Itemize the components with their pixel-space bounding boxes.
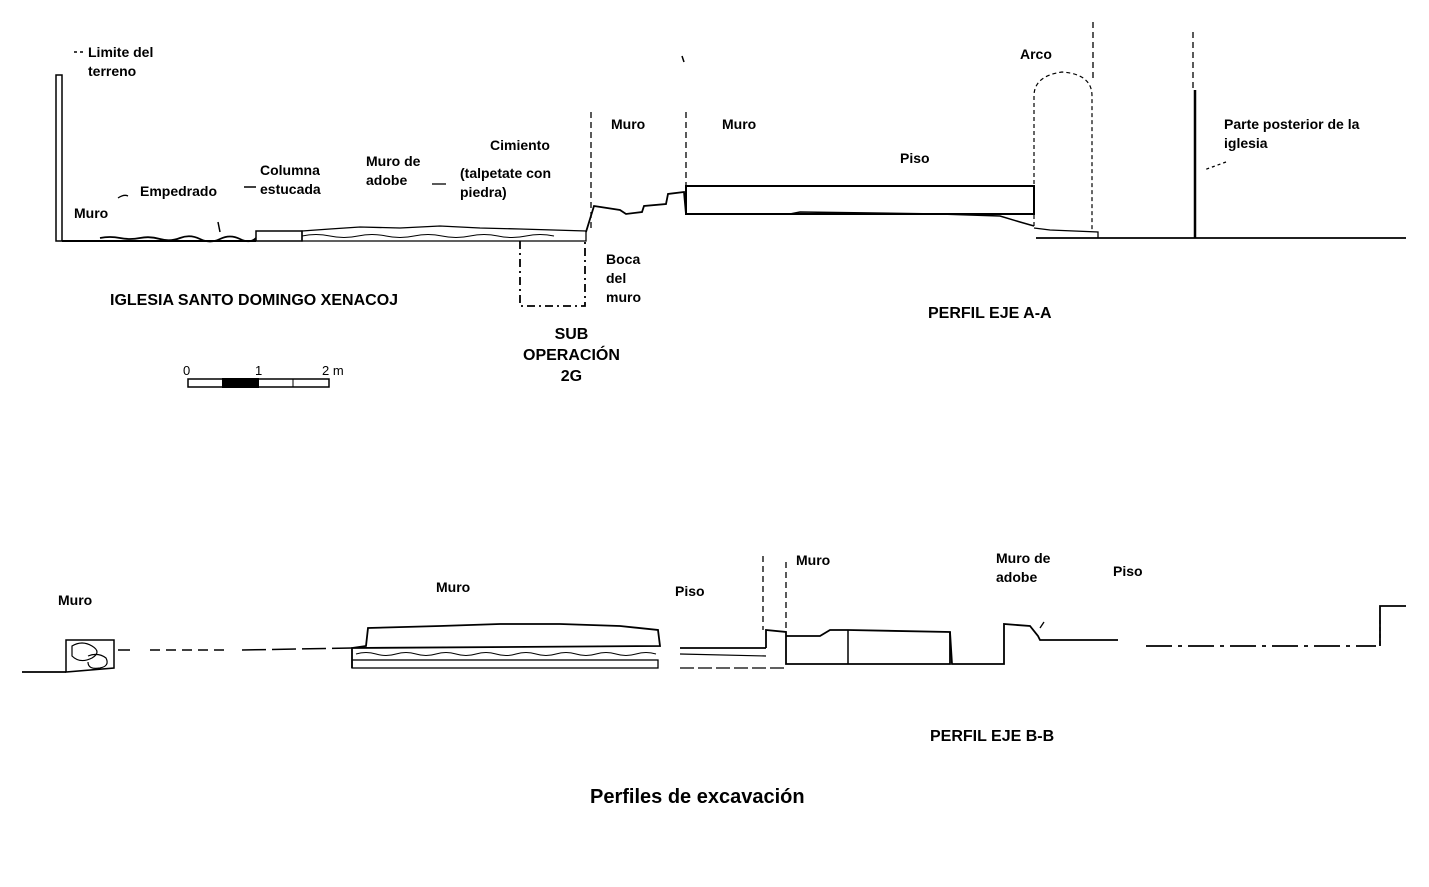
scale-tick-1: 1 [255,363,263,378]
scale-tick-2: 2 m [322,363,344,378]
label-arco: Arco [1020,46,1052,62]
scale-tick-0: 0 [183,363,191,378]
label-muro-2: Muro [722,116,757,132]
label-b-muro-right: Muro [796,552,831,568]
profile-b-b-title: PERFIL EJE B-B [930,728,1055,745]
label-muro-1: Muro [611,116,646,132]
site-title: IGLESIA SANTO DOMINGO XENACOJ [110,292,399,309]
profile-a-a-title: PERFIL EJE A-A [928,305,1052,322]
label-talpetate: (talpetate con piedra) [460,165,552,200]
label-empedrado: Empedrado [140,183,218,199]
label-b-muro-mid: Muro [436,579,471,595]
figure-caption: Perfiles de excavación [590,786,805,808]
label-b-muro-left: Muro [58,592,93,608]
label-b-piso-1: Piso [675,583,705,599]
label-b-muro-adobe: Muro de adobe [996,550,1051,585]
label-b-piso-2: Piso [1113,563,1143,579]
label-columna-estucada: Columna estucada [260,162,321,197]
label-piso: Piso [900,150,930,166]
label-cimiento: Cimiento [490,137,550,153]
profile-b-b-lines [22,556,1406,673]
label-parte-posterior: Parte posterior de la iglesia [1224,116,1360,151]
label-boca-del-muro: Boca del muro [606,251,641,305]
label-sub-operacion: SUB OPERACIÓN 2G [523,326,620,385]
scale-bar [187,378,330,388]
label-muro-left: Muro [74,205,109,221]
label-muro-adobe: Muro de adobe [366,153,421,188]
label-limite-terreno: Limite del terreno [88,44,154,79]
profile-a-a-lines [55,22,1406,307]
